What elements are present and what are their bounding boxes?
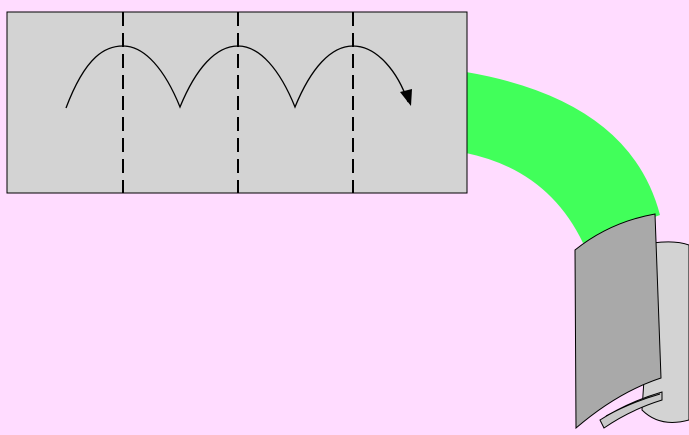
component-front-plate	[574, 213, 662, 430]
component-slot-inner	[605, 393, 661, 417]
curved-connector-band	[466, 72, 660, 243]
arrowhead	[400, 89, 412, 106]
panel-dividers	[122, 12, 354, 193]
component	[574, 213, 689, 430]
scalloped-arc-path	[65, 45, 409, 109]
